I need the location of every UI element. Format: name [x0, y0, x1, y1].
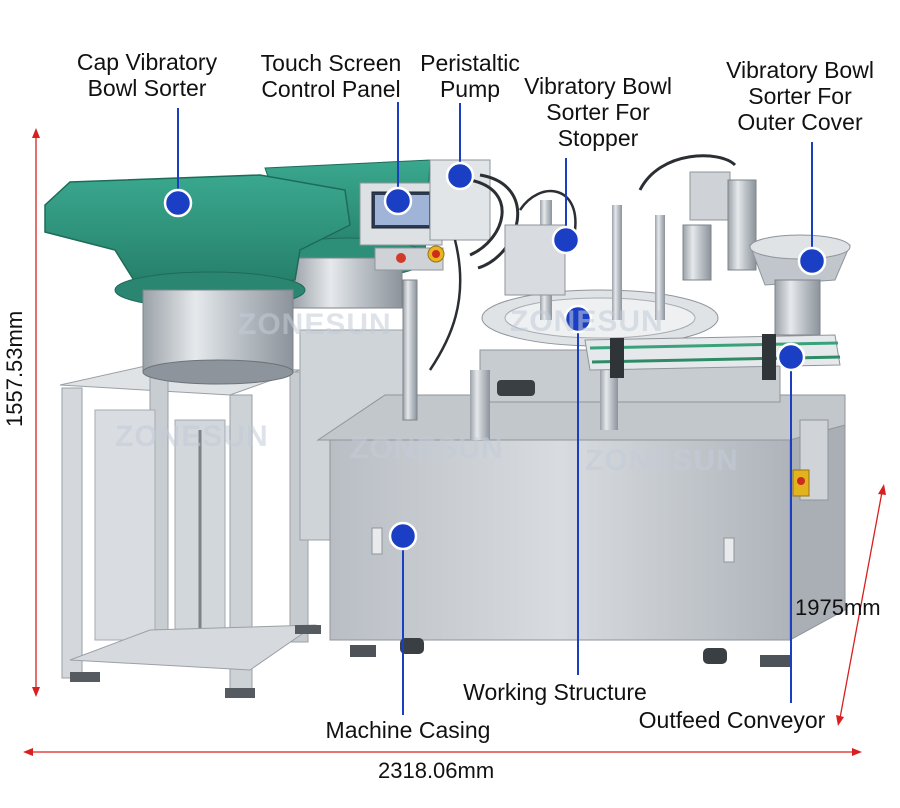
- outer-cover-sorter-shape: [638, 154, 851, 336]
- marker-cap-sorter: [163, 188, 193, 218]
- watermark: ZONESUN: [350, 432, 504, 465]
- dimension-depth: 1975mm: [795, 595, 881, 620]
- dimension-width: 2318.06mm: [378, 758, 495, 783]
- watermark: ZONESUN: [585, 444, 739, 477]
- label-outfeed-conveyor: Outfeed Conveyor: [638, 707, 826, 733]
- marker-touch-screen: [383, 186, 413, 216]
- callout-markers: [163, 161, 827, 551]
- dimension-height: 1557.53mm: [2, 310, 27, 427]
- watermark: ZONESUN: [115, 420, 269, 453]
- cap-sorter-stand: [59, 364, 321, 698]
- marker-outfeed-conveyor: [776, 342, 806, 372]
- peristaltic-pump: [428, 159, 520, 371]
- machine-casing-shape: [316, 394, 846, 667]
- marker-machine-casing: [388, 521, 418, 551]
- outfeed-conveyor-shape: [584, 334, 841, 501]
- watermark: ZONESUN: [510, 305, 664, 338]
- label-working-structure: Working Structure: [463, 679, 647, 705]
- marker-pump: [445, 161, 475, 191]
- dimension-lines: [23, 128, 886, 756]
- cap-vibratory-bowl: [44, 174, 351, 385]
- watermark: ZONESUN: [238, 308, 392, 341]
- marker-working-structure: [563, 304, 593, 334]
- marker-cover-sorter: [797, 246, 827, 276]
- marker-stopper-sorter: [551, 225, 581, 255]
- label-machine-casing: Machine Casing: [325, 717, 491, 743]
